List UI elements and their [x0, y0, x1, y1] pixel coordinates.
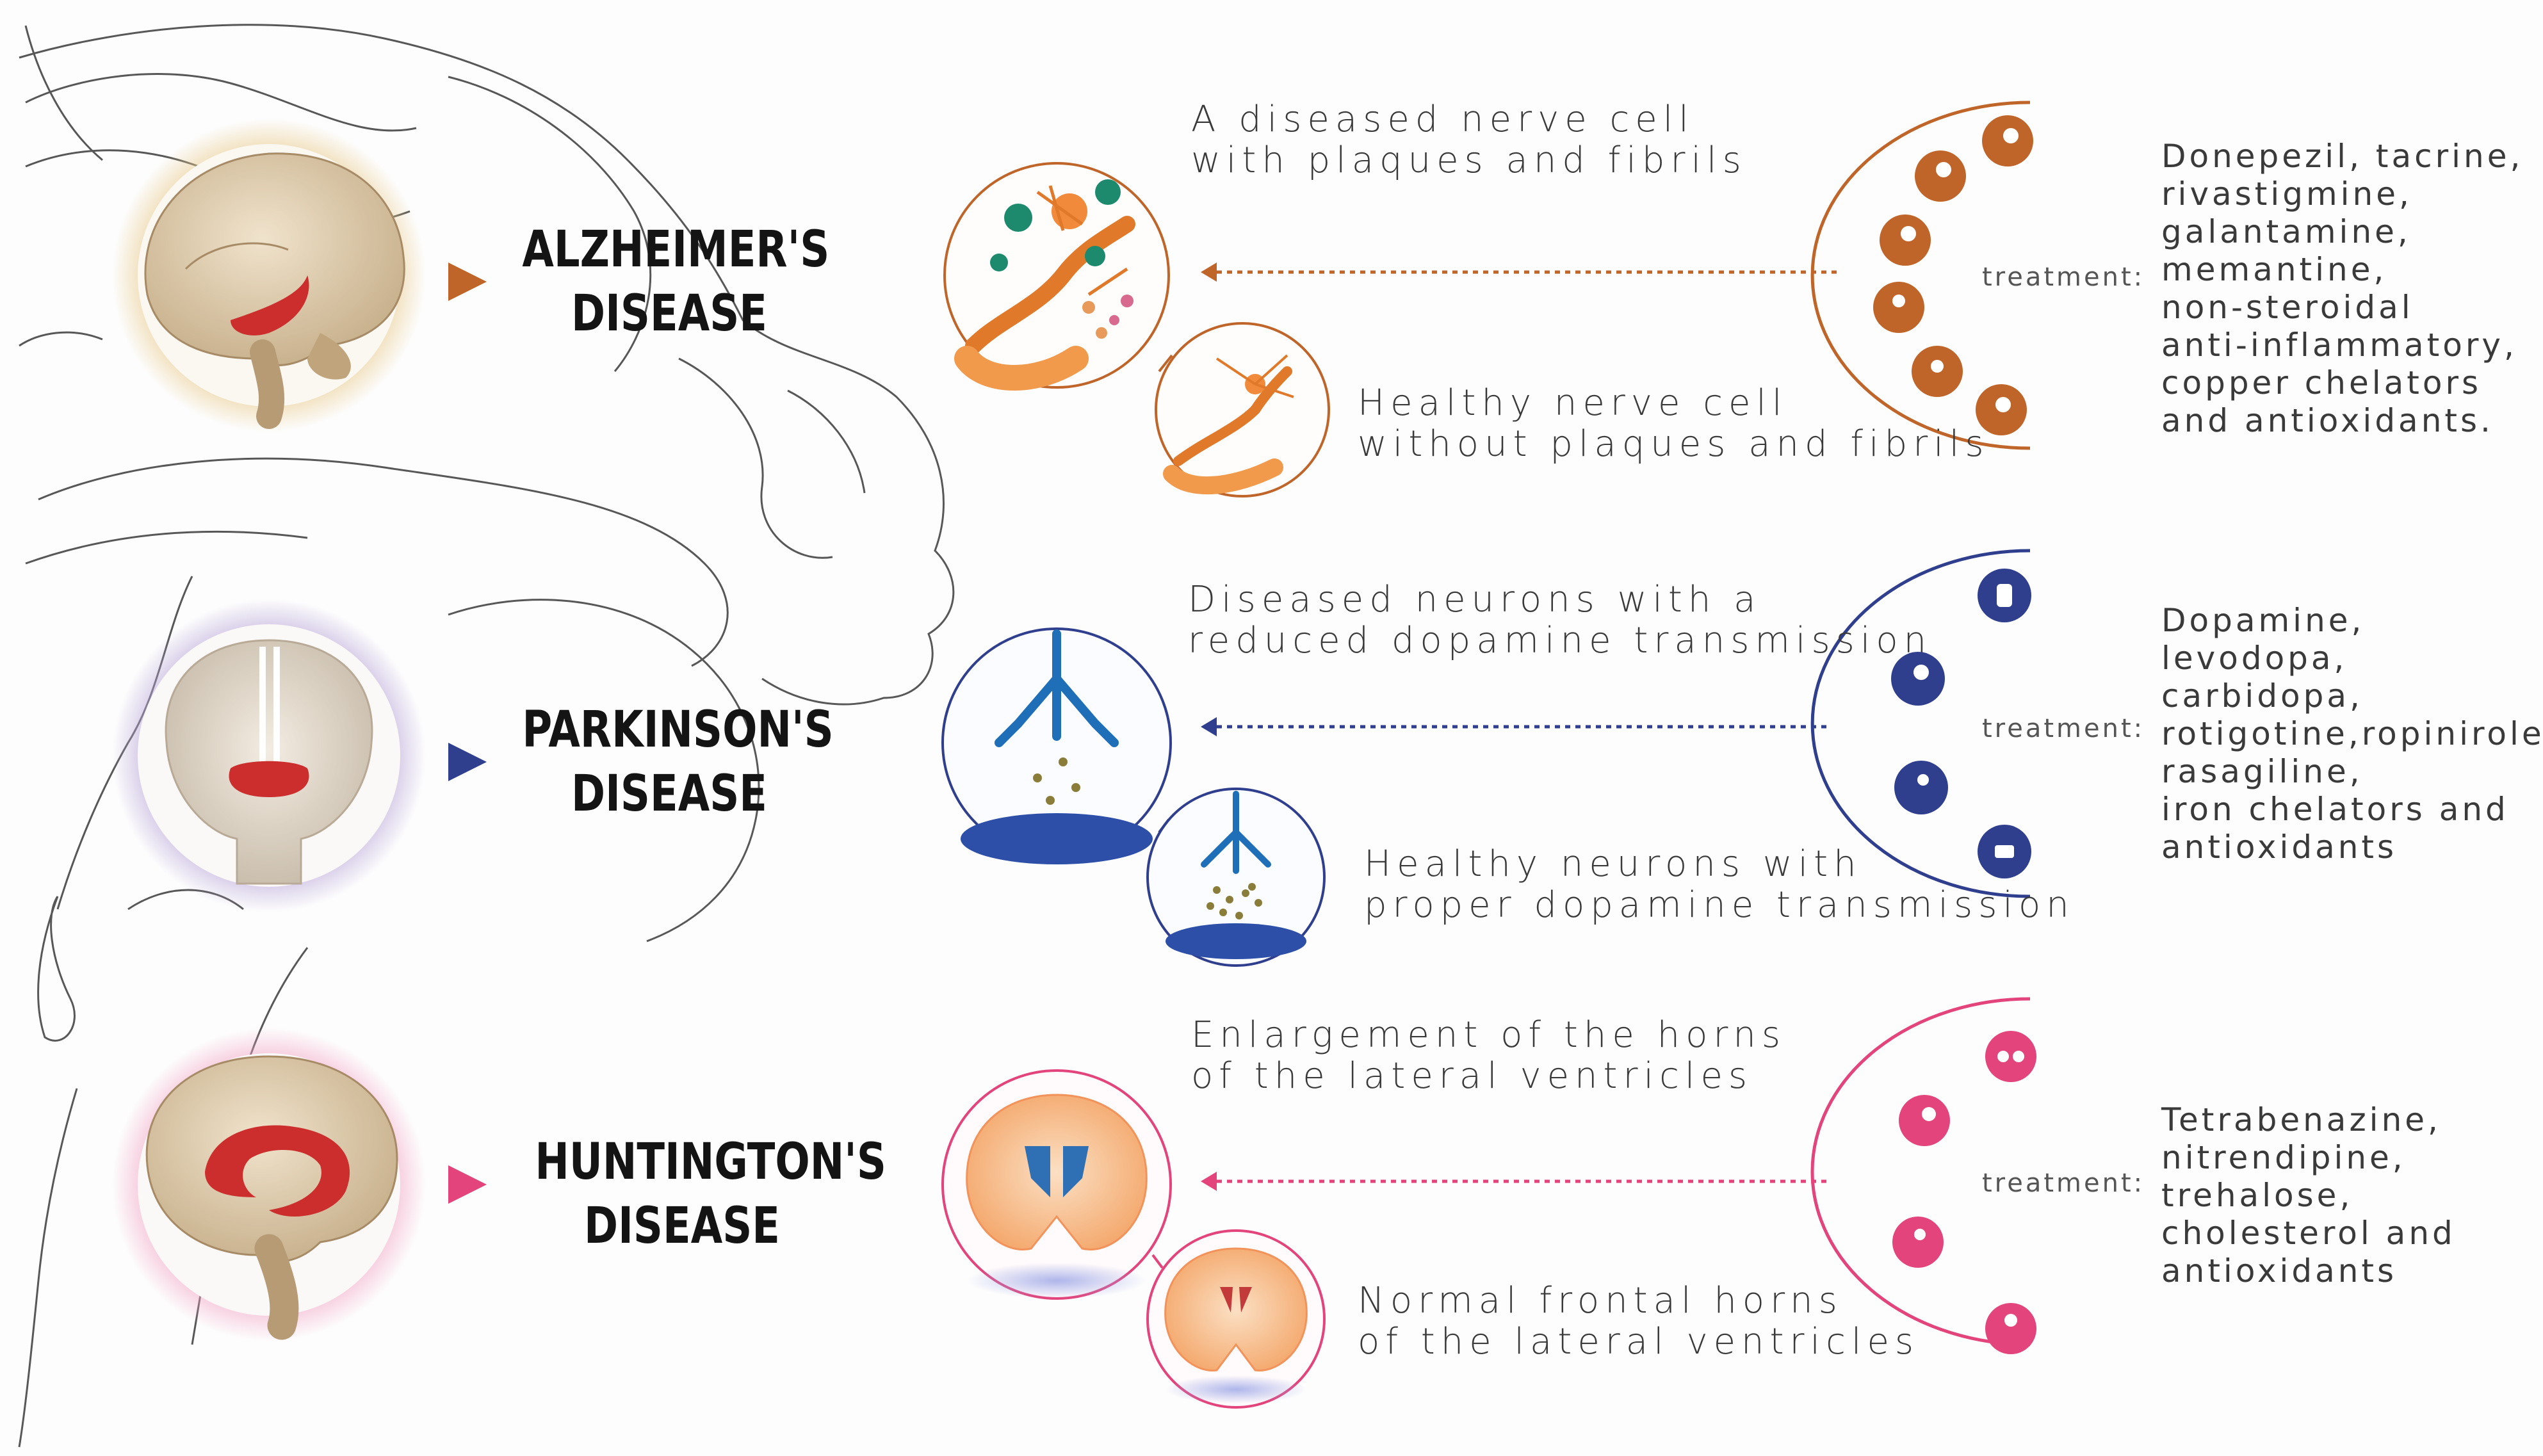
alzheimers-diseased-cell-image: [943, 162, 1170, 391]
alzheimers-title-line2: DISEASE: [571, 285, 767, 343]
caption-line: without plaques and fibrils: [1358, 423, 1990, 465]
drug-line: Dopamine,: [2161, 602, 2365, 639]
drug-line: anti-inflammatory,: [2161, 327, 2517, 364]
huntingtons-treatment-arc: [1810, 997, 2031, 1347]
alzheimers-brain-image: [138, 144, 405, 429]
caption-line: Healthy neurons with: [1364, 843, 1862, 885]
alzheimers-diseased-caption: A diseased nerve cell with plaques and f…: [1191, 99, 1747, 181]
huntingtons-normal-ventricles-image: [1146, 1229, 1326, 1409]
alzheimers-treatment-arc: [1810, 101, 2031, 450]
drug-line: Donepezil, tacrine,: [2161, 138, 2524, 175]
parkinsons-healthy-neurons-image: [1146, 788, 1326, 967]
caption-line: with plaques and fibrils: [1191, 140, 1747, 181]
huntingtons-enlarged-ventricles-image: [941, 1069, 1172, 1300]
parkinsons-diseased-neurons-image: [941, 627, 1172, 864]
alzheimers-healthy-caption: Healthy nerve cell without plaques and f…: [1358, 383, 1990, 465]
drug-line: rivastigmine,: [2161, 175, 2412, 213]
drug-line: antioxidants: [2161, 829, 2398, 866]
caption-line: of the lateral ventricles: [1358, 1321, 1920, 1363]
drug-line: and antioxidants.: [2161, 402, 2494, 439]
huntingtons-treatment-icon-1: [1985, 1031, 2036, 1082]
huntingtons-drug-list: Tetrabenazine, nitrendipine, trehalose, …: [2161, 1101, 2456, 1290]
huntingtons-arrow-marker: [448, 1165, 487, 1204]
parkinsons-title: PARKINSON'S DISEASE: [522, 698, 834, 826]
drug-line: trehalose,: [2161, 1177, 2353, 1214]
drug-line: carbidopa,: [2161, 677, 2363, 715]
caption-line: proper dopamine transmission: [1364, 884, 2075, 926]
parkinsons-title-line1: PARKINSON'S: [522, 701, 834, 759]
parkinsons-diseased-caption: Diseased neurons with a reduced dopamine…: [1188, 579, 1932, 661]
alzheimers-title-line1: ALZHEIMER'S: [522, 221, 830, 279]
drug-line: iron chelators and: [2161, 791, 2509, 828]
drug-line: memantine,: [2161, 251, 2387, 288]
drug-line: Tetrabenazine,: [2161, 1101, 2441, 1138]
parkinsons-treatment-label: treatment:: [1982, 714, 2145, 743]
huntingtons-treatment-icon-4: [1985, 1303, 2036, 1354]
parkinsons-drug-list: Dopamine, levodopa, carbidopa, rotigotin…: [2161, 602, 2543, 866]
alzheimers-healthy-cell-image: [1155, 322, 1330, 497]
drug-line: rasagiline,: [2161, 753, 2363, 790]
parkinsons-treatment-icon-3: [1894, 761, 1948, 814]
drug-line: galantamine,: [2161, 213, 2411, 250]
alzheimers-drug-list: Donepezil, tacrine, rivastigmine, galant…: [2161, 138, 2523, 440]
caption-line: Normal frontal horns: [1358, 1280, 1843, 1322]
huntingtons-treatment-icon-2: [1899, 1095, 1950, 1146]
parkinsons-arrow-marker: [448, 743, 487, 781]
caption-line: reduced dopamine transmission: [1188, 620, 1933, 661]
huntingtons-diseased-caption: Enlargement of the horns of the lateral …: [1191, 1015, 1786, 1097]
huntingtons-brain-image: [138, 1053, 400, 1340]
drug-line: rotigotine,ropinirole,: [2161, 715, 2543, 752]
huntingtons-title: HUNTINGTON'S DISEASE: [535, 1130, 886, 1258]
huntingtons-healthy-caption: Normal frontal horns of the lateral vent…: [1358, 1281, 1919, 1363]
huntingtons-treatment-label: treatment:: [1982, 1169, 2145, 1198]
parkinsons-title-line2: DISEASE: [571, 765, 767, 823]
caption-line: Diseased neurons with a: [1188, 579, 1762, 620]
drug-line: levodopa,: [2161, 640, 2348, 677]
drug-line: antioxidants: [2161, 1252, 2398, 1290]
alzheimers-title: ALZHEIMER'S DISEASE: [522, 218, 830, 346]
drug-line: cholesterol and: [2161, 1215, 2456, 1252]
drug-line: non-steroidal: [2161, 289, 2414, 326]
alzheimers-treatment-label: treatment:: [1982, 263, 2145, 292]
huntingtons-title-line2: DISEASE: [584, 1197, 780, 1255]
drug-line: copper chelators: [2161, 364, 2482, 401]
parkinsons-brain-image: [138, 624, 400, 887]
alzheimers-arrow-marker: [448, 263, 487, 301]
drug-line: nitrendipine,: [2161, 1139, 2406, 1176]
parkinsons-treatment-arc: [1810, 549, 2031, 898]
caption-line: A diseased nerve cell: [1191, 99, 1694, 140]
huntingtons-treatment-icons: [1892, 1031, 2036, 1354]
caption-line: of the lateral ventricles: [1191, 1055, 1753, 1097]
caption-line: Healthy nerve cell: [1358, 382, 1788, 424]
huntingtons-treatment-icon-3: [1892, 1217, 1944, 1268]
caption-line: Enlargement of the horns: [1191, 1014, 1787, 1056]
huntingtons-title-line1: HUNTINGTON'S: [535, 1133, 886, 1191]
parkinsons-healthy-caption: Healthy neurons with proper dopamine tra…: [1364, 844, 2075, 926]
